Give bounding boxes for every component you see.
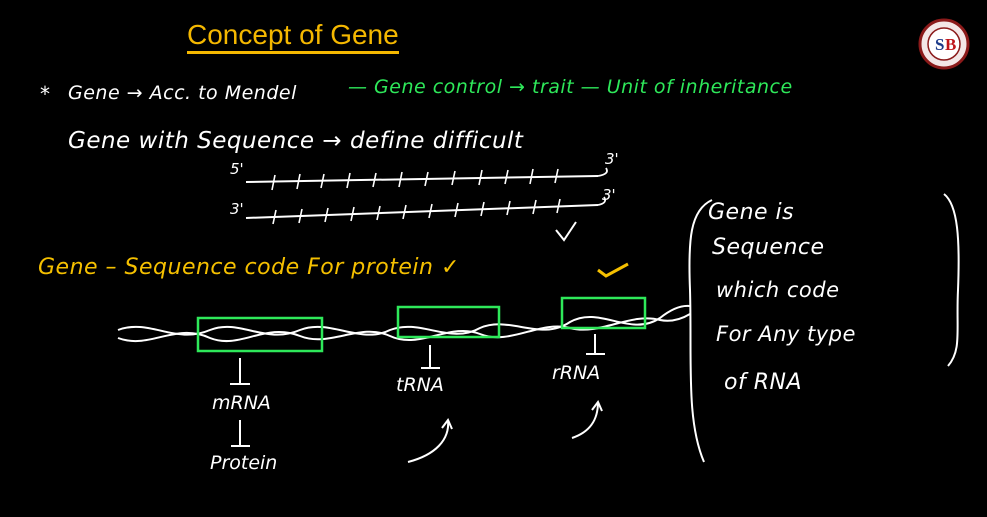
note-line-1: Gene is: [708, 200, 795, 225]
gene-label-rrna: rRNA: [552, 362, 601, 384]
svg-text:B: B: [945, 35, 956, 54]
gene-product-protein: Protein: [210, 452, 278, 474]
gene-label-trna: tRNA: [396, 374, 444, 396]
strand-label-bottom-right: 3': [602, 186, 616, 204]
strand-label-bottom-left: 3': [230, 200, 244, 218]
svg-text:S: S: [935, 35, 944, 54]
gene-control-note: — Gene control → trait — Unit of inherit…: [348, 76, 793, 98]
gene-label-mrna: mRNA: [212, 392, 271, 414]
strand-label-top-right: 3': [605, 150, 619, 168]
gene-protein-note: Gene – Sequence code For protein ✓: [38, 255, 460, 280]
page-title: Concept of Gene: [187, 20, 399, 54]
strand-label-top-left: 5': [230, 160, 244, 178]
note-line-4: For Any type: [716, 322, 856, 346]
sb-logo-icon: S B: [918, 18, 970, 70]
gene-sequence-note: Gene with Sequence → define difficult: [68, 128, 524, 154]
note-line-2: Sequence: [712, 235, 825, 260]
note-line-3: which code: [716, 278, 840, 302]
mendel-definition: Gene → Acc. to Mendel: [68, 82, 297, 104]
bullet-star: *: [40, 82, 51, 106]
note-line-5: of RNA: [724, 370, 802, 395]
